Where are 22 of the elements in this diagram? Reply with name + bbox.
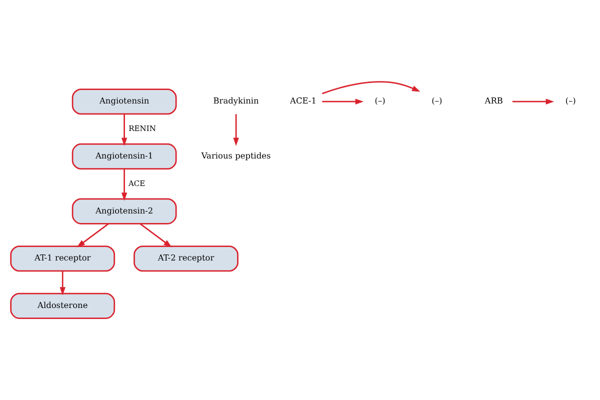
node-text: Various peptides — [201, 150, 271, 161]
node-text: (–) — [565, 96, 576, 106]
arrow — [60, 271, 66, 296]
node-text: ARB — [484, 96, 503, 106]
arrow — [121, 114, 128, 146]
node-text: (–) — [374, 96, 386, 106]
arrow — [512, 98, 554, 104]
node-text: ACE-1 — [290, 96, 316, 106]
arrow — [140, 223, 172, 248]
node-box: Angiotensin-1 — [72, 143, 177, 170]
node-text: (–) — [432, 96, 442, 106]
arrow — [322, 81, 420, 94]
node-box: Aldosterone — [10, 292, 116, 319]
arrow — [76, 223, 109, 248]
arrow — [121, 169, 128, 201]
arrow — [233, 114, 239, 146]
node-box: Angiotensin-2 — [72, 198, 177, 224]
arrow — [322, 98, 364, 104]
node-box: AT-2 receptor — [134, 246, 238, 272]
node-box: Angiotensin — [72, 88, 177, 115]
node-text: Bradykinin — [213, 96, 259, 106]
node-box: AT-1 receptor — [10, 246, 116, 272]
